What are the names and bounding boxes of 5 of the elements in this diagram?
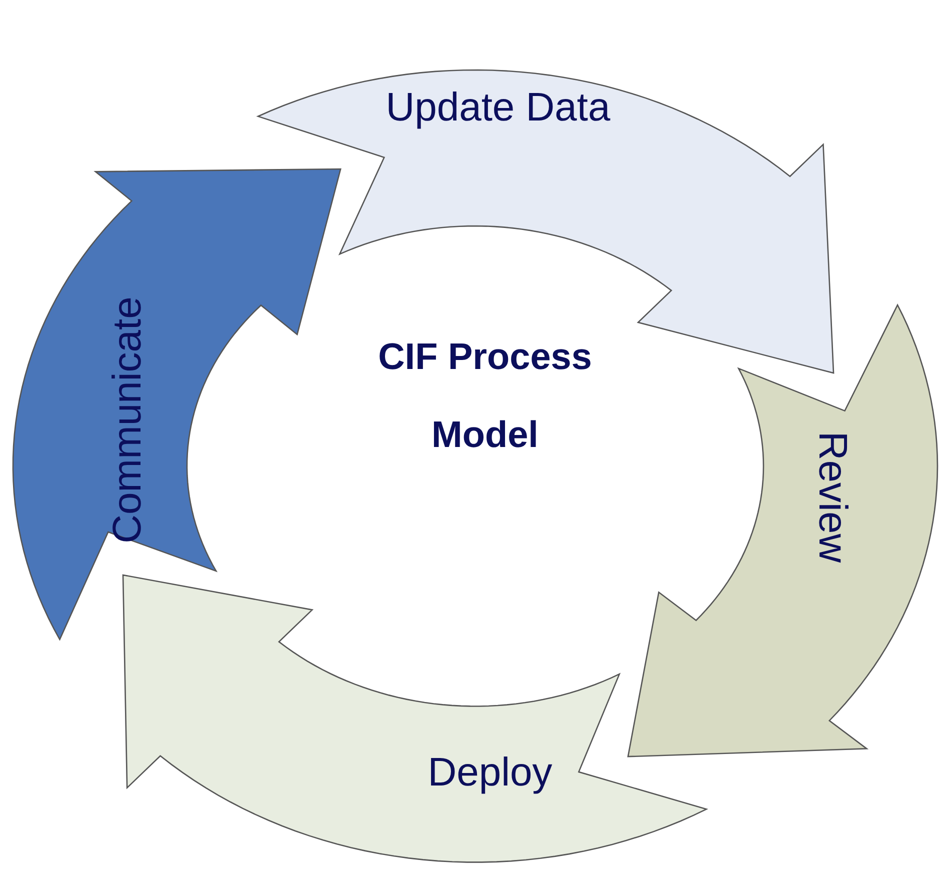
step-label: Communicate xyxy=(105,296,150,544)
step-label: Review xyxy=(809,431,854,563)
step-label: Update Data xyxy=(386,85,610,130)
step-label: Deploy xyxy=(428,750,552,796)
center-title: CIF Process Model xyxy=(377,335,593,457)
